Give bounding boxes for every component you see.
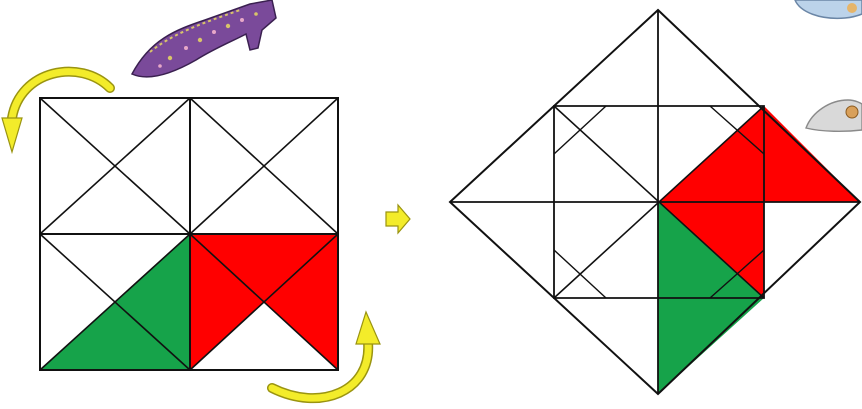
cloud-icon-bottom: [806, 100, 862, 131]
left-grid: [40, 98, 338, 370]
right-arrow-icon: [386, 205, 410, 233]
right-diamond: [450, 10, 860, 394]
high-heel-shoe-icon: [132, 0, 276, 77]
cloud-icon: [795, 0, 862, 18]
